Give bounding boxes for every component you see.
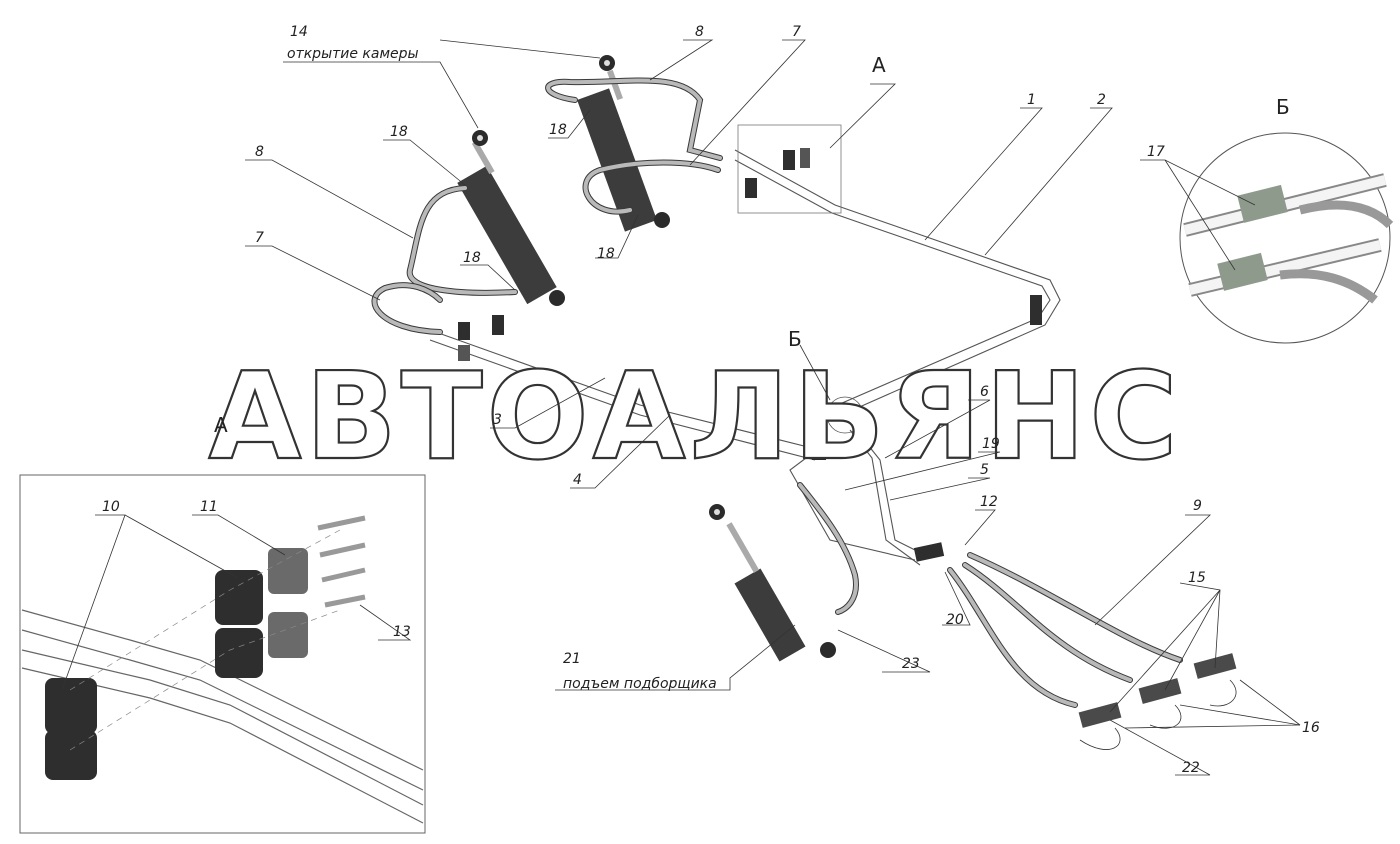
caption-camera-open: открытие камеры xyxy=(287,46,419,62)
detail-b-marker xyxy=(826,396,864,434)
label-6: 6 xyxy=(980,384,989,400)
label-16: 16 xyxy=(1302,720,1320,736)
label-21: 21 xyxy=(563,651,581,667)
view-label-a-left: А xyxy=(214,413,228,437)
label-20: 20 xyxy=(946,612,964,628)
label-18-a: 18 xyxy=(549,122,567,138)
steel-pipes xyxy=(429,149,1061,566)
label-18-b: 18 xyxy=(597,246,615,262)
detail-b xyxy=(1179,132,1394,344)
label-18-d: 18 xyxy=(463,250,481,266)
label-14: 14 xyxy=(290,24,308,40)
view-label-b-detail: Б xyxy=(1276,95,1290,119)
label-9: 9 xyxy=(1193,498,1202,514)
label-12: 12 xyxy=(980,494,998,510)
view-a-frame xyxy=(737,124,842,214)
label-22: 22 xyxy=(1182,760,1200,776)
label-1: 1 xyxy=(1027,92,1036,108)
view-label-a-top: А xyxy=(872,53,886,77)
detail-a-inset xyxy=(19,474,426,834)
hoses xyxy=(371,77,1183,708)
label-8-left: 8 xyxy=(255,144,264,160)
hydraulic-cylinder-upper xyxy=(577,55,670,232)
label-19: 19 xyxy=(982,436,1000,452)
leader-lines xyxy=(61,39,1301,776)
watermark-text: АВТОАЛЬЯНС xyxy=(208,348,1181,487)
hydraulic-cylinder-lift xyxy=(709,504,836,662)
label-7-left: 7 xyxy=(255,230,264,246)
label-4: 4 xyxy=(573,472,582,488)
view-label-b-center: Б xyxy=(788,327,802,351)
label-18-c: 18 xyxy=(390,124,408,140)
clamp-group-a xyxy=(458,148,810,361)
caption-pickup-lift: подъем подборщика xyxy=(563,676,717,692)
pipe-clamps xyxy=(812,295,1042,562)
label-15: 15 xyxy=(1188,570,1206,586)
label-3: 3 xyxy=(493,412,502,428)
label-13: 13 xyxy=(393,624,411,640)
label-2: 2 xyxy=(1097,92,1106,108)
label-5: 5 xyxy=(980,462,989,478)
label-8-top: 8 xyxy=(695,24,704,40)
label-17: 17 xyxy=(1147,144,1165,160)
hydraulic-cylinder-left xyxy=(457,130,565,306)
label-7-top: 7 xyxy=(792,24,801,40)
label-23: 23 xyxy=(902,656,920,672)
label-10: 10 xyxy=(102,499,120,515)
label-11: 11 xyxy=(200,499,218,515)
part-labels: 1 2 3 4 5 6 7 7 8 8 9 10 11 12 13 14 15 … xyxy=(102,24,1320,776)
